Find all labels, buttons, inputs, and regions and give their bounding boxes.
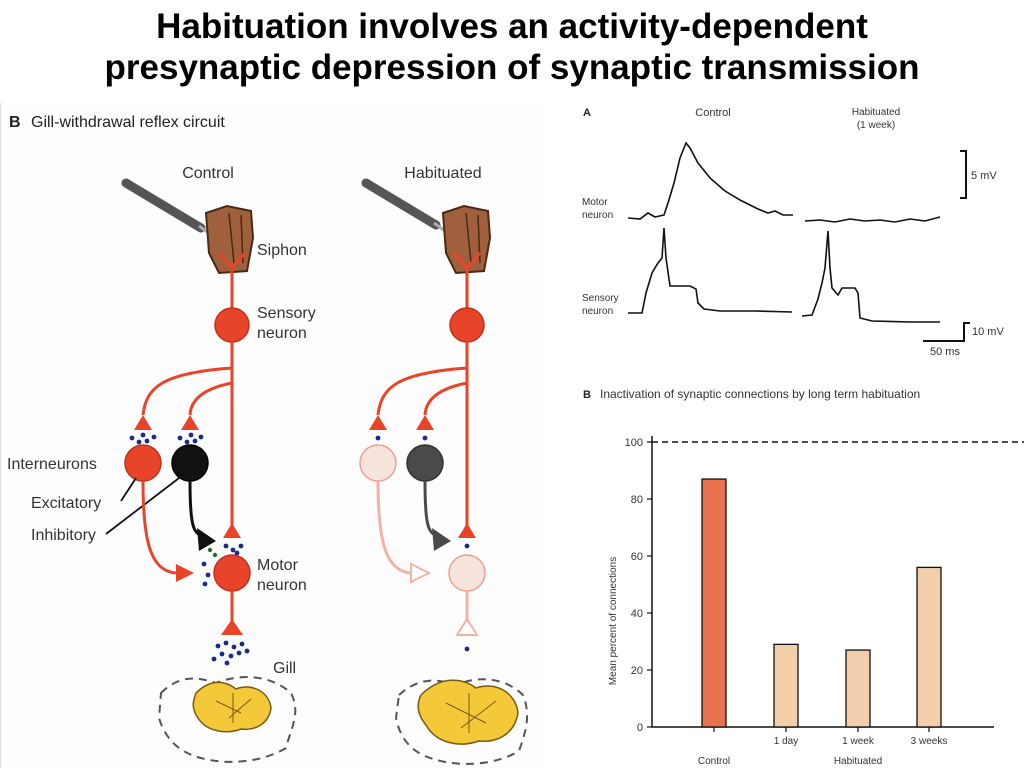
scale-5mv-label: 5 mV: [971, 170, 997, 182]
x-tick-label: 3 weeks: [911, 736, 948, 747]
sensory-neuron: [449, 307, 485, 343]
habituation-bar-chart: B Inactivation of synaptic connections b…: [583, 387, 1024, 767]
circuit-panel-letter: B: [9, 114, 21, 131]
control-circuit: Siphon Sensory neuron Interneurons Excit…: [7, 178, 316, 763]
habituated-circuit: [359, 178, 529, 765]
siphon-label: Siphon: [257, 242, 307, 259]
motor-neuron: [213, 554, 251, 592]
motor-trace-label-line2: neuron: [582, 210, 613, 221]
scale-bar-5mv: [960, 150, 967, 199]
motor-trace-label-line1: Motor: [582, 197, 608, 208]
bar: [701, 478, 727, 728]
stimulus-probe-icon: [361, 178, 449, 235]
bar: [916, 566, 942, 728]
chart-title: Inactivation of synaptic connections by …: [600, 387, 920, 401]
vesicles-interneuron-synapses: [129, 432, 204, 445]
inhibitory-interneuron: [171, 444, 209, 482]
chart-y-axis-label: Mean percent of connections: [608, 557, 619, 685]
motor-neuron-label-line2: neuron: [257, 577, 307, 594]
motor-trace-habituated: [804, 216, 941, 223]
slide-title: Habituation involves an activity-depende…: [0, 6, 1024, 88]
bar: [773, 643, 799, 728]
sensory-neuron-label-line1: Sensory: [257, 305, 316, 322]
excitatory-label: Excitatory: [31, 495, 101, 512]
scale-50ms-label: 50 ms: [930, 346, 960, 358]
sensory-neuron-label-line2: neuron: [257, 325, 307, 342]
recordings-habituated-label-line1: Habituated: [852, 107, 900, 118]
x-tick-label: 1 week: [842, 736, 875, 747]
recordings-panel-letter: A: [583, 107, 591, 119]
gill-label: Gill: [273, 660, 296, 677]
bar: [845, 649, 871, 728]
recordings-panel: A Control Habituated (1 week) Motor neur…: [582, 107, 1004, 358]
title-line-1: Habituation involves an activity-depende…: [156, 7, 868, 46]
sensory-terminal-excitatory: [134, 415, 152, 430]
chart-panel-letter: B: [583, 389, 591, 401]
excitatory-interneuron: [124, 444, 162, 482]
group-label-habituated: Habituated: [834, 756, 882, 767]
circuit-diagram: B Gill-withdrawal reflex circuit Control…: [7, 114, 529, 765]
right-figure: A Control Habituated (1 week) Motor neur…: [582, 107, 1024, 767]
motor-trace-control: [627, 141, 793, 220]
inhibitory-interneuron: [406, 444, 444, 482]
y-tick-label: 20: [631, 665, 643, 677]
title-line-2: presynaptic depression of synaptic trans…: [104, 48, 920, 87]
recordings-control-label: Control: [695, 107, 730, 119]
control-column-label: Control: [182, 165, 234, 182]
sensory-neuron: [214, 307, 250, 343]
inhibitory-label: Inhibitory: [31, 527, 96, 544]
gill-withdrawal-circuit-panel: B Gill-withdrawal reflex circuit Control…: [0, 103, 541, 768]
y-tick-label: 60: [631, 551, 643, 563]
sensory-trace-label-line2: neuron: [582, 306, 613, 317]
circuit-panel-title: Gill-withdrawal reflex circuit: [31, 114, 225, 131]
y-tick-label: 40: [631, 608, 643, 620]
sensory-trace-habituated: [801, 230, 940, 323]
recordings-and-chart-panel: A Control Habituated (1 week) Motor neur…: [580, 103, 1024, 768]
group-label-control: Control: [698, 756, 730, 767]
y-tick-label: 0: [637, 722, 643, 734]
sensory-trace-label-line1: Sensory: [582, 293, 619, 304]
inhibitory-terminal: [197, 528, 216, 551]
habituated-column-label: Habituated: [404, 165, 481, 182]
sensory-trace-control: [628, 227, 793, 314]
y-tick-label: 80: [631, 494, 643, 506]
vesicles-gill-synapse: [211, 640, 250, 666]
stimulus-probe-icon: [121, 178, 214, 238]
recordings-habituated-label-line2: (1 week): [857, 120, 895, 131]
sensory-terminal-motor: [223, 523, 241, 538]
y-tick-label: 100: [625, 437, 643, 449]
interneurons-label: Interneurons: [7, 456, 97, 473]
motor-neuron-label-line1: Motor: [257, 557, 299, 574]
scale-10mv-label: 10 mV: [972, 326, 1004, 338]
vesicles-motor-synapses: [201, 543, 244, 587]
x-tick-label: 1 day: [774, 736, 798, 747]
sensory-terminal-inhibitory: [181, 415, 199, 430]
motor-neuron: [448, 554, 486, 592]
excitatory-interneuron: [359, 444, 397, 482]
scale-bar-10mv: [923, 322, 970, 342]
motor-terminal: [221, 619, 243, 635]
excitatory-terminal: [176, 564, 194, 582]
